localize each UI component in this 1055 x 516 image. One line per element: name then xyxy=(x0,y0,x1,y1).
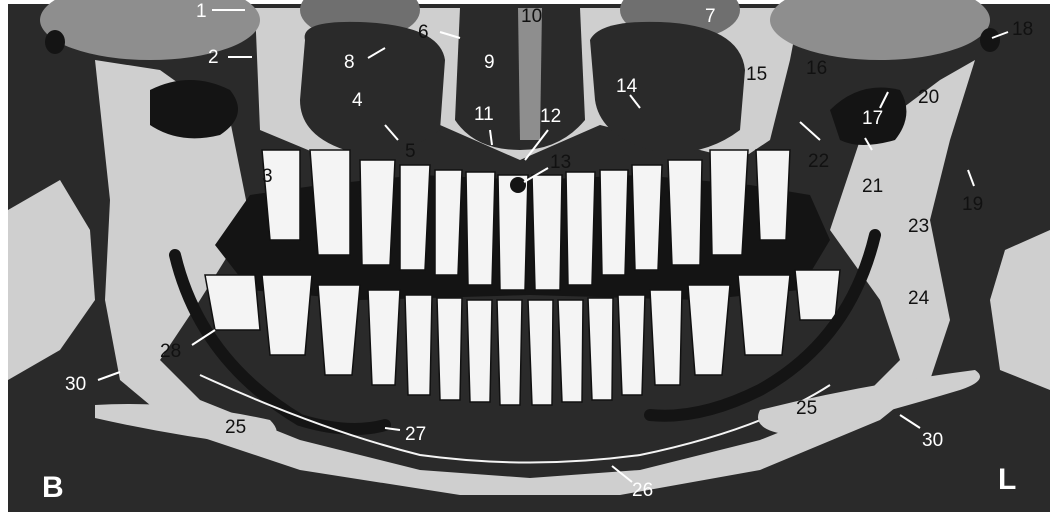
label-13: 13 xyxy=(550,152,571,173)
label-11: 11 xyxy=(474,104,494,125)
label-10: 10 xyxy=(521,6,542,27)
label-30-right: 30 xyxy=(922,430,943,451)
ear-lobe-right xyxy=(980,28,1000,52)
label-16: 16 xyxy=(806,58,827,79)
label-24: 24 xyxy=(908,288,930,309)
label-22: 22 xyxy=(808,151,829,172)
label-3: 3 xyxy=(262,166,273,187)
label-25-left: 25 xyxy=(225,417,246,438)
label-14: 14 xyxy=(616,76,638,97)
label-15: 15 xyxy=(746,64,767,85)
ear-lobe-left xyxy=(45,30,65,54)
corner-label-right: L xyxy=(998,463,1016,496)
left-zygomatic-dark xyxy=(150,80,238,138)
incisive-foramen xyxy=(510,177,526,193)
label-23: 23 xyxy=(908,216,929,237)
label-6: 6 xyxy=(418,22,429,43)
label-28: 28 xyxy=(160,341,181,362)
label-18: 18 xyxy=(1012,19,1033,40)
label-8: 8 xyxy=(344,52,355,73)
label-21: 21 xyxy=(862,176,883,197)
label-1: 1 xyxy=(196,1,207,22)
label-25-right: 25 xyxy=(796,398,817,419)
label-17: 17 xyxy=(862,108,883,129)
nasal-septum xyxy=(518,8,542,140)
label-30-left: 30 xyxy=(65,374,86,395)
label-27: 27 xyxy=(405,424,426,445)
label-4: 4 xyxy=(352,90,363,111)
label-7: 7 xyxy=(705,6,716,27)
label-12: 12 xyxy=(540,106,561,127)
label-20: 20 xyxy=(918,87,939,108)
label-2: 2 xyxy=(208,47,219,68)
label-9: 9 xyxy=(484,52,495,73)
label-19: 19 xyxy=(962,194,983,215)
corner-label-left: B xyxy=(42,471,64,504)
label-26: 26 xyxy=(632,480,653,501)
label-5: 5 xyxy=(405,141,416,162)
